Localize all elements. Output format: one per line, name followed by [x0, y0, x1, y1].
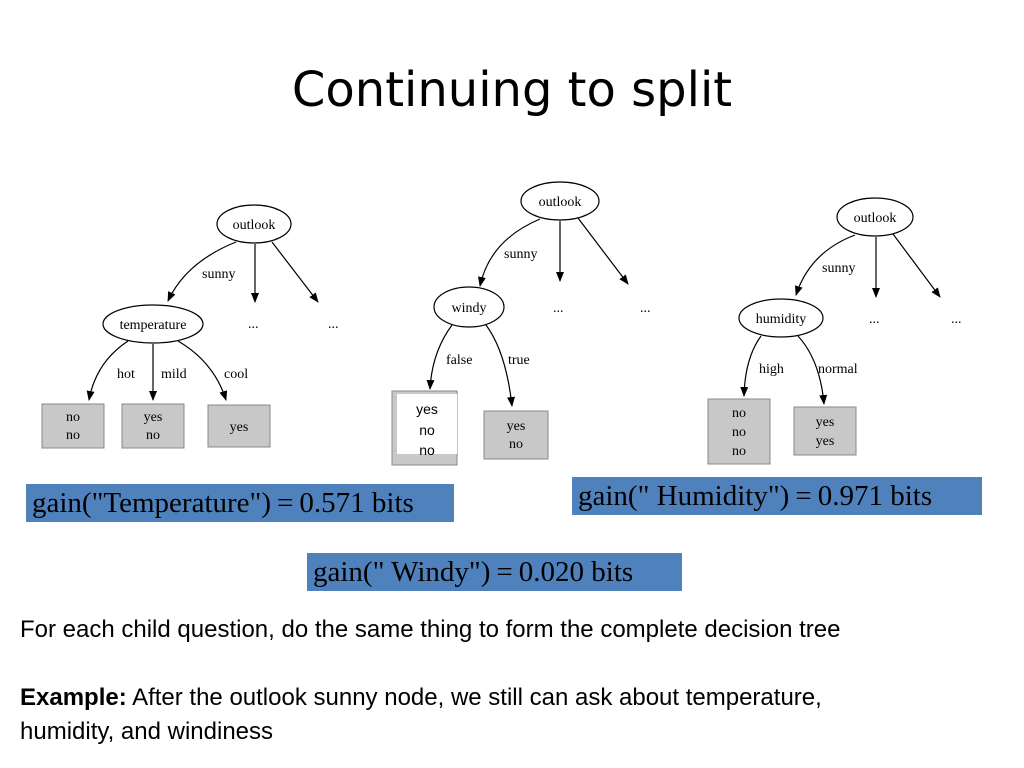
leaf-false-line-3: no: [419, 442, 435, 458]
edge-label-hot: hot: [117, 367, 135, 382]
note-text: For each child question, do the same thi…: [20, 616, 841, 643]
leaf-high-line-1: no: [732, 406, 746, 421]
edge-label-normal: normal: [818, 362, 858, 377]
gain-windy-lhs: gain(" Windy"): [313, 556, 491, 588]
child-node: [433, 286, 505, 328]
leaf-true-line-1: yes: [507, 419, 526, 434]
leaf-mild-line-1: yes: [144, 410, 163, 425]
edge-label-sunny: sunny: [202, 267, 235, 282]
edge-label-sunny: sunny: [504, 247, 537, 262]
example-line-1: Example: After the outlook sunny node, w…: [20, 681, 822, 715]
edge-label-false: false: [446, 353, 472, 368]
leaf-false-line-1: yes: [416, 401, 438, 417]
ellipsis-2: ...: [951, 312, 962, 327]
example-label: Example:: [20, 684, 127, 711]
leaf-cool-line-1: yes: [230, 420, 249, 435]
leaf-normal-line-2: yes: [816, 434, 835, 449]
root-node: [520, 181, 600, 221]
root-node: [836, 197, 914, 237]
root-node: [216, 204, 292, 244]
edge-sunny: [794, 234, 856, 296]
leaf-true: [483, 410, 549, 460]
leaf-high: [707, 398, 771, 465]
gain-temperature: gain("Temperature")=0.571 bits: [26, 484, 454, 522]
child-node-label: humidity: [756, 312, 807, 327]
edge-label-cool: cool: [224, 367, 248, 382]
child-node: [102, 304, 204, 344]
edge-false: [426, 324, 453, 390]
edge-sunny: [478, 218, 541, 287]
edge-normal: [797, 335, 828, 405]
root-node-label: outlook: [539, 195, 582, 210]
edge-hot: [86, 340, 129, 401]
ellipsis-1: ...: [553, 301, 564, 316]
edge-sunny: [167, 241, 237, 302]
ellipsis-1: ...: [869, 312, 880, 327]
child-node-label: temperature: [120, 318, 187, 333]
gain-humidity: gain(" Humidity")=0.971 bits: [572, 477, 982, 515]
gain-temperature-eq: =: [277, 487, 294, 519]
leaf-mild-line-2: no: [146, 428, 160, 443]
leaf-true-line-2: no: [509, 437, 523, 452]
gain-humidity-eq: =: [795, 480, 812, 512]
example-text-1: After the outlook sunny node, we still c…: [126, 684, 822, 711]
leaf-hot-line-2: no: [66, 428, 80, 443]
decision-trees-diagram: outlook sunny ... ... temperature hot mi…: [41, 181, 962, 466]
leaf-mild: [121, 403, 185, 449]
leaf-hot-line-1: no: [66, 410, 80, 425]
edge-cool: [177, 340, 228, 401]
child-node-label: windy: [452, 301, 487, 316]
leaf-normal-line-1: yes: [816, 415, 835, 430]
edge-label-sunny: sunny: [822, 261, 855, 276]
leaf-normal: [793, 406, 857, 456]
leaf-false-window: [397, 394, 457, 454]
ellipsis-1: ...: [248, 317, 259, 332]
leaf-cool: [207, 404, 271, 448]
edge-label-mild: mild: [161, 367, 187, 382]
example-line-2: humidity, and windiness: [20, 718, 274, 745]
gain-windy-rhs: 0.020 bits: [518, 556, 634, 588]
leaf-false-line-2: no: [419, 422, 435, 438]
tree-windy: outlook sunny ... ... windy false true y…: [391, 181, 651, 466]
slide-title: Continuing to split: [291, 62, 733, 118]
gain-humidity-rhs: 0.971 bits: [817, 480, 933, 512]
gain-humidity-lhs: gain(" Humidity"): [578, 480, 790, 512]
gain-temperature-rhs: 0.571 bits: [299, 487, 414, 519]
tree-humidity: outlook sunny ... ... humidity high norm…: [707, 197, 962, 465]
edge-right: [892, 233, 941, 298]
edge-true: [485, 324, 515, 407]
edge-right: [577, 217, 629, 285]
leaf-high-line-3: no: [732, 444, 746, 459]
gain-windy: gain(" Windy")=0.020 bits: [307, 553, 682, 591]
root-node-label: outlook: [233, 218, 276, 233]
edge-high: [740, 335, 762, 397]
ellipsis-2: ...: [640, 301, 651, 316]
edge-right: [271, 241, 319, 303]
leaf-high-line-2: no: [732, 425, 746, 440]
edge-label-true: true: [508, 353, 530, 368]
edge-label-high: high: [759, 362, 784, 377]
child-node: [738, 298, 824, 338]
root-node-label: outlook: [854, 211, 897, 226]
ellipsis-2: ...: [328, 317, 339, 332]
gain-temperature-lhs: gain("Temperature"): [32, 487, 272, 519]
tree-temperature: outlook sunny ... ... temperature hot mi…: [41, 204, 339, 449]
gain-windy-eq: =: [496, 556, 513, 588]
leaf-hot: [41, 403, 105, 449]
